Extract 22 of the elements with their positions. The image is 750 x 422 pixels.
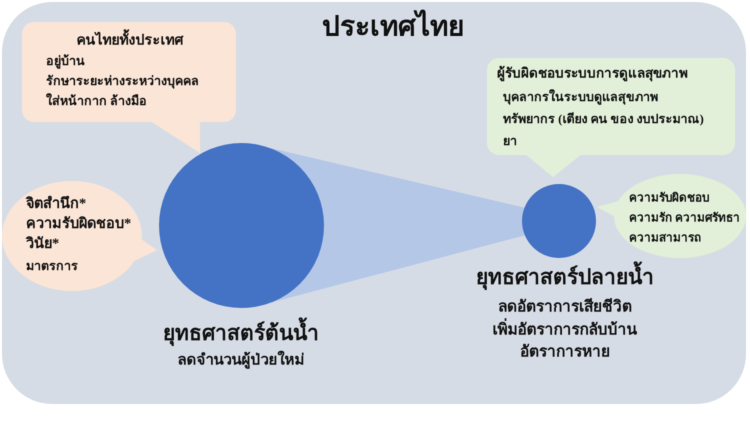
bubble-text: รักษาระยะห่างระหว่างบุคคล xyxy=(46,74,199,90)
bubble-text: จิตสำนึก* xyxy=(26,194,86,214)
bubble-text: วินัย* xyxy=(26,234,60,254)
strategy-heading: ยุทธศาสตร์ต้นน้ำ xyxy=(163,320,319,346)
bubble-text: ความรับผิดชอบ xyxy=(629,190,709,206)
panel-title: ประเทศไทย xyxy=(322,10,464,44)
background-panel xyxy=(2,2,746,404)
bubble-text: ยา xyxy=(503,134,517,150)
bubble-text: มาตรการ xyxy=(26,259,78,275)
bubble-text: ความรัก ความศรัทธา xyxy=(629,210,740,226)
bubble-text: ความรับผิดชอบ* xyxy=(26,214,132,234)
bubble-text: ทรัพยากร (เตียง คน ของ งบประมาณ) xyxy=(503,112,704,128)
strategy-note: เพิ่มอัตราการกลับบ้าน xyxy=(492,320,638,340)
bubble-text: ใส่หน้ากาก ล้างมือ xyxy=(46,94,148,110)
strategy-note: อัตราการหาย xyxy=(520,342,610,362)
bubble-text: อยู่บ้าน xyxy=(46,54,85,70)
strategy-note: ลดจำนวนผู้ป่วยใหม่ xyxy=(178,352,304,370)
bubble-text: ความสามารถ xyxy=(629,230,701,246)
strategy-note: ลดอัตราการเสียชีวิต xyxy=(498,297,632,317)
bubble-heading: ผู้รับผิดชอบระบบการดูแลสุขภาพ xyxy=(497,66,688,82)
strategy-heading: ยุทธศาสตร์ปลายน้ำ xyxy=(476,264,654,290)
bubble-text: บุคลากรในระบบดูแลสุขภาพ xyxy=(503,90,658,106)
